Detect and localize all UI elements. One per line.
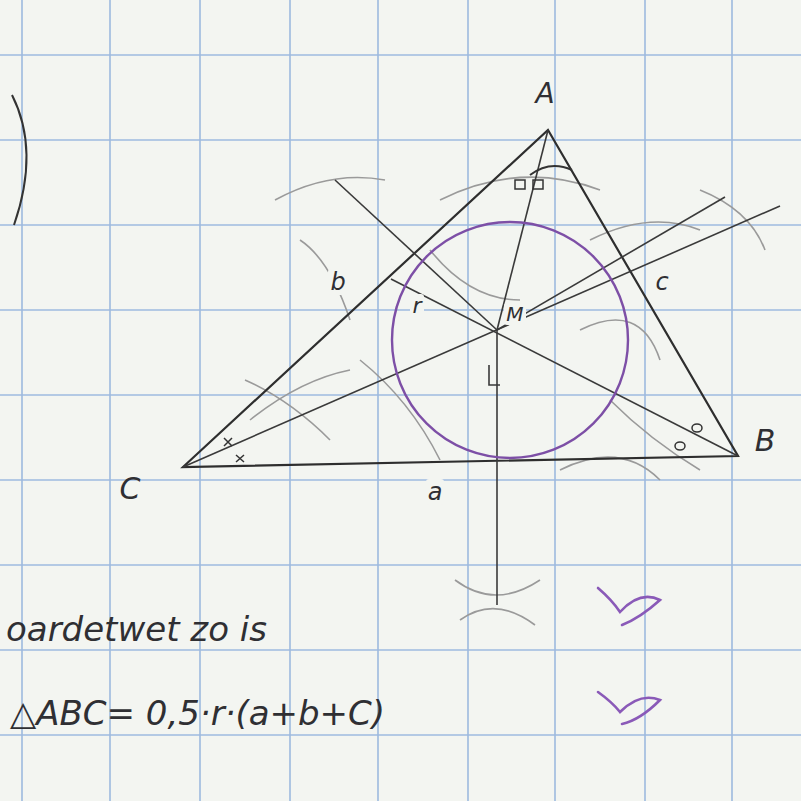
bisectors-and-radii (183, 130, 780, 605)
note-text: oardetwet zo is (6, 611, 267, 648)
triangle-abc (183, 130, 738, 467)
side-label: c (653, 269, 670, 295)
vertex-label: C (120, 472, 141, 505)
vertex-label: B (755, 424, 776, 457)
formula-text: △ABC= 0,5·r·(a+b+C) (10, 695, 385, 732)
side-label: b (328, 269, 347, 295)
radius-label: r (410, 294, 423, 318)
angle-marks (224, 166, 702, 462)
check-marks (598, 588, 660, 724)
center-label: M (504, 303, 525, 325)
vertex-label: A (535, 79, 554, 110)
construction-arcs (245, 177, 765, 625)
margin-bracket (12, 95, 27, 225)
side-label: a (426, 479, 445, 505)
incircle (392, 222, 628, 458)
